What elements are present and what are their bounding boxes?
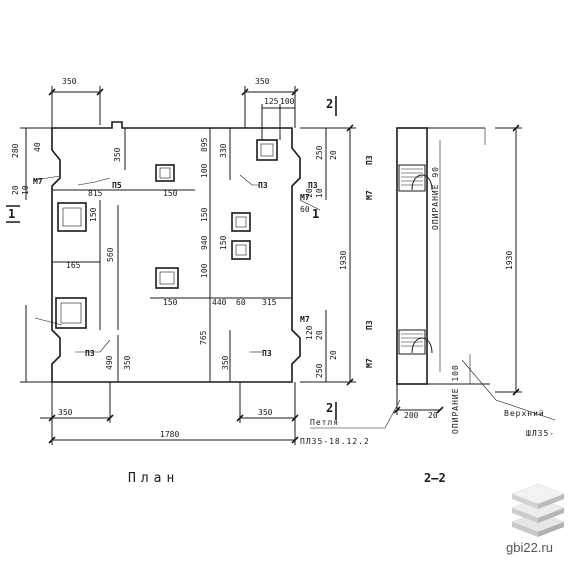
section-label-m7-top: М7 [365,190,374,200]
section-label-p3-bottom: П3 [365,320,374,330]
opening-5 [231,240,251,260]
plan-inner-dim-11: 350 [123,355,132,370]
plan-right-dim-5: 60 [300,205,310,214]
plan-left-dim-1: 280 [11,143,20,158]
plan-inner-dim-4: 165 [66,261,81,270]
section-dim-20: 20 [428,411,438,420]
plan-label-p3-top: П3 [258,181,268,190]
plan-inner-dim-20: 940 [200,235,209,250]
plan-right-dim-10: 20 [329,350,338,360]
leader-lines [34,174,321,353]
plan-label-p3-left: П3 [85,349,95,358]
plan-bottom-dim-1: 350 [58,408,73,417]
plan-right-dim-2: 20 [329,150,338,160]
plan-left-label-m7: М7 [33,177,43,186]
plan-inner-dim-8: 60 [236,298,246,307]
plan-right-dim-4: 10 [315,188,324,198]
plan-inner-dim-5: 560 [106,247,115,262]
plan-right-label-m7-top: М7 [300,193,310,202]
plan-inner-dim-9: 315 [262,298,277,307]
plan-top-dim-3: 125 [264,97,279,106]
section-mark-right: 1 [312,207,319,221]
plan-right-dim-8: 20 [315,330,324,340]
plan-top-dim-1: 350 [62,77,77,86]
plan-inner-dim-2: 150 [163,189,178,198]
plan-right-dim-1: 250 [315,145,324,160]
plan-left-dim-2: 40 [33,142,42,152]
callout-upper-code: ШЛ35- [526,429,555,438]
opening-4 [231,212,251,232]
opening-6 [155,267,179,289]
plan-right-dim-9: 250 [315,363,324,378]
plan-top-dim-2: 350 [255,77,270,86]
section-mark-top: 2 [326,97,333,111]
plan-inner-dim-19: 150 [219,235,228,250]
dim-ticks [48,88,354,444]
plan-inner-dim-3: 150 [89,207,98,222]
section-note-top: ОПИРАНИЕ 90 [431,166,440,230]
slab-outline [51,121,301,383]
plan-inner-dim-10: 765 [199,330,208,345]
plan-inner-dim-7: 440 [212,298,227,307]
opening-2 [256,139,278,161]
plan-inner-dim-12: 490 [105,355,114,370]
section-note-bottom: ОПИРАНИЕ 100 [451,364,460,434]
plan-bottom-dim-2: 350 [258,408,273,417]
callout-upper: Верхний [504,409,545,418]
plan-inner-dim-14: 895 [200,137,209,152]
callout-loop: Петля [310,418,339,427]
section-dim-1930: 1930 [505,251,514,270]
plan-bottom-dim-3: 1780 [160,430,179,439]
plan-inner-dim-6: 150 [163,298,178,307]
opening-7 [55,297,87,329]
plan-left-dim-4: 10 [21,185,30,195]
plan-inner-dim-15: 100 [200,163,209,178]
plan-right-dim-6: 1930 [339,251,348,270]
plan-right-label-m7-bottom: М7 [300,315,310,324]
plan-inner-dim-1: 350 [113,147,122,162]
section-label-m7-bottom: М7 [365,358,374,368]
plan-title: План [128,471,179,486]
plan-right-dim-7: 120 [305,325,314,340]
plan-inner-dim-18: 330 [219,143,228,158]
opening-1 [155,164,175,182]
plan-right-dim-3: 20 [305,188,314,198]
plan-right-label-p3: П3 [308,181,318,190]
section-label-p3-top: П3 [365,155,374,165]
plan-top-dim-4: 100 [280,97,295,106]
section-mark-left: 1 [8,207,15,221]
stack-logo-icon [511,483,565,537]
plan-left-dim-3: 20 [11,185,20,195]
plan-label-p5: П5 [112,181,122,190]
plan-label-p3-right: П3 [262,349,272,358]
opening-3 [57,202,87,232]
plan-inner-dim-16: 150 [200,207,209,222]
plan-left-dim-5: 815 [88,189,103,198]
plan-inner-dim-13: 350 [221,355,230,370]
section-title: 2–2 [424,471,446,485]
callout-loop-code: ПЛ35-18.12.2 [300,437,370,446]
section-view [310,124,556,429]
section-mark-bottom: 2 [326,401,333,415]
watermark-text: gbi22.ru [506,540,553,555]
plan-inner-dim-17: 100 [200,263,209,278]
section-dim-200: 200 [404,411,419,420]
